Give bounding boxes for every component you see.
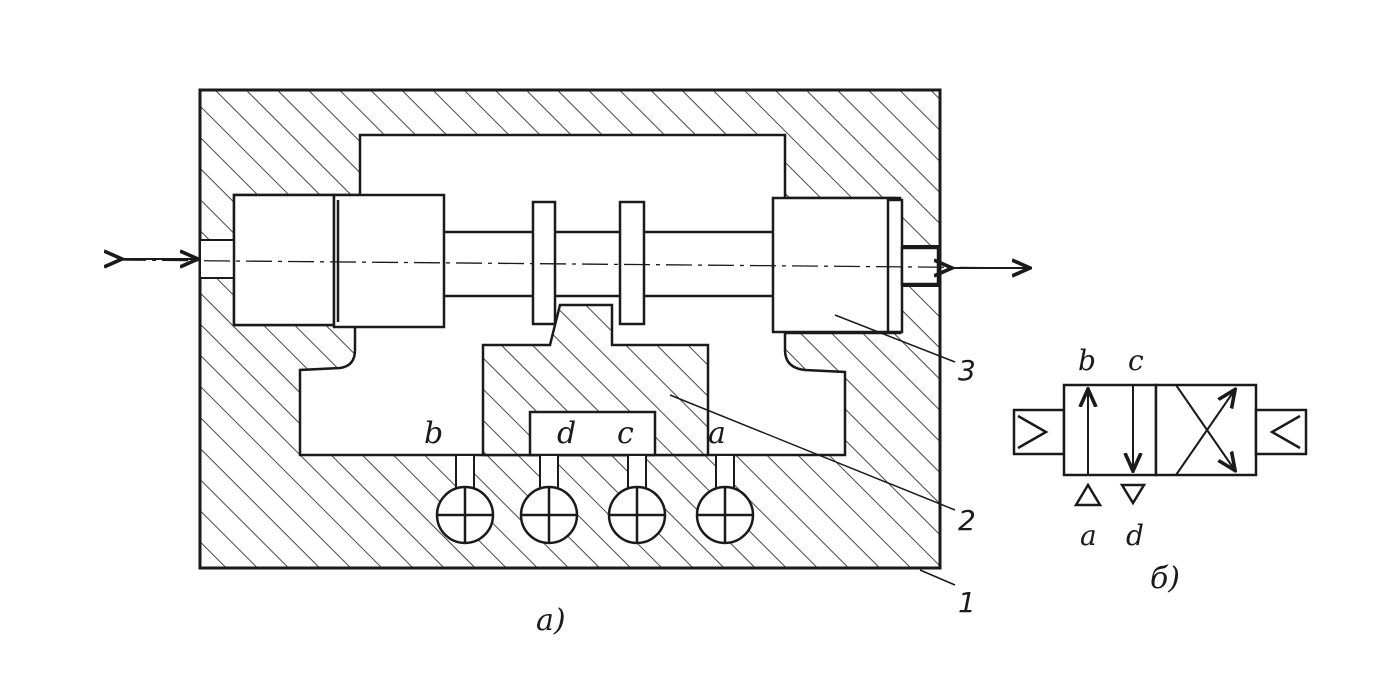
port-b <box>435 485 495 545</box>
symbol-label-b: b <box>1078 344 1096 377</box>
spool-land-right <box>618 200 646 326</box>
port-label-d: d <box>557 416 576 451</box>
flow-arrow-cross-2 <box>1175 384 1234 469</box>
seat-port-window <box>528 410 657 457</box>
figure-b-valve-symbol: b c a d б) <box>1012 344 1308 596</box>
symbol-label-c: c <box>1128 344 1144 377</box>
callout-2: 2 <box>958 504 976 537</box>
caption-a: a) <box>536 603 566 638</box>
spool-right-cap <box>886 198 904 334</box>
callout-1: 1 <box>958 586 976 619</box>
spool <box>232 193 940 334</box>
port-label-a: a <box>708 416 726 451</box>
leader-2 <box>669 394 956 511</box>
caption-b: б) <box>1150 561 1180 596</box>
pressure-source-icon <box>1073 482 1103 507</box>
position-box-straight <box>1062 383 1158 477</box>
symbol-label-a: a <box>1080 519 1097 552</box>
port-d <box>519 485 579 545</box>
port-label-c: c <box>617 416 634 451</box>
spool-axis <box>119 259 1031 269</box>
spool-right-piston <box>771 196 897 334</box>
leader-3 <box>834 314 956 363</box>
figure-a-section-view: b d c a 3 2 1 a) <box>119 88 1031 638</box>
left-bore <box>199 239 237 279</box>
symbol-label-d: d <box>1126 519 1144 552</box>
leader-1 <box>919 569 956 586</box>
right-actuator-wedge-icon <box>1269 414 1301 450</box>
callout-3: 3 <box>958 354 976 387</box>
port-c <box>607 485 667 545</box>
spool-rod <box>438 230 782 298</box>
spool-land-left <box>531 200 557 326</box>
spool-right-stem <box>900 246 940 286</box>
port-a <box>695 485 755 545</box>
flow-arrow-cross-1 <box>1175 391 1234 476</box>
spool-left-piston-collar <box>332 193 446 329</box>
left-actuator-wedge-icon <box>1017 414 1049 450</box>
port-label-b: b <box>424 416 443 451</box>
spool-left-piston <box>232 193 336 327</box>
exhaust-icon <box>1119 483 1147 506</box>
